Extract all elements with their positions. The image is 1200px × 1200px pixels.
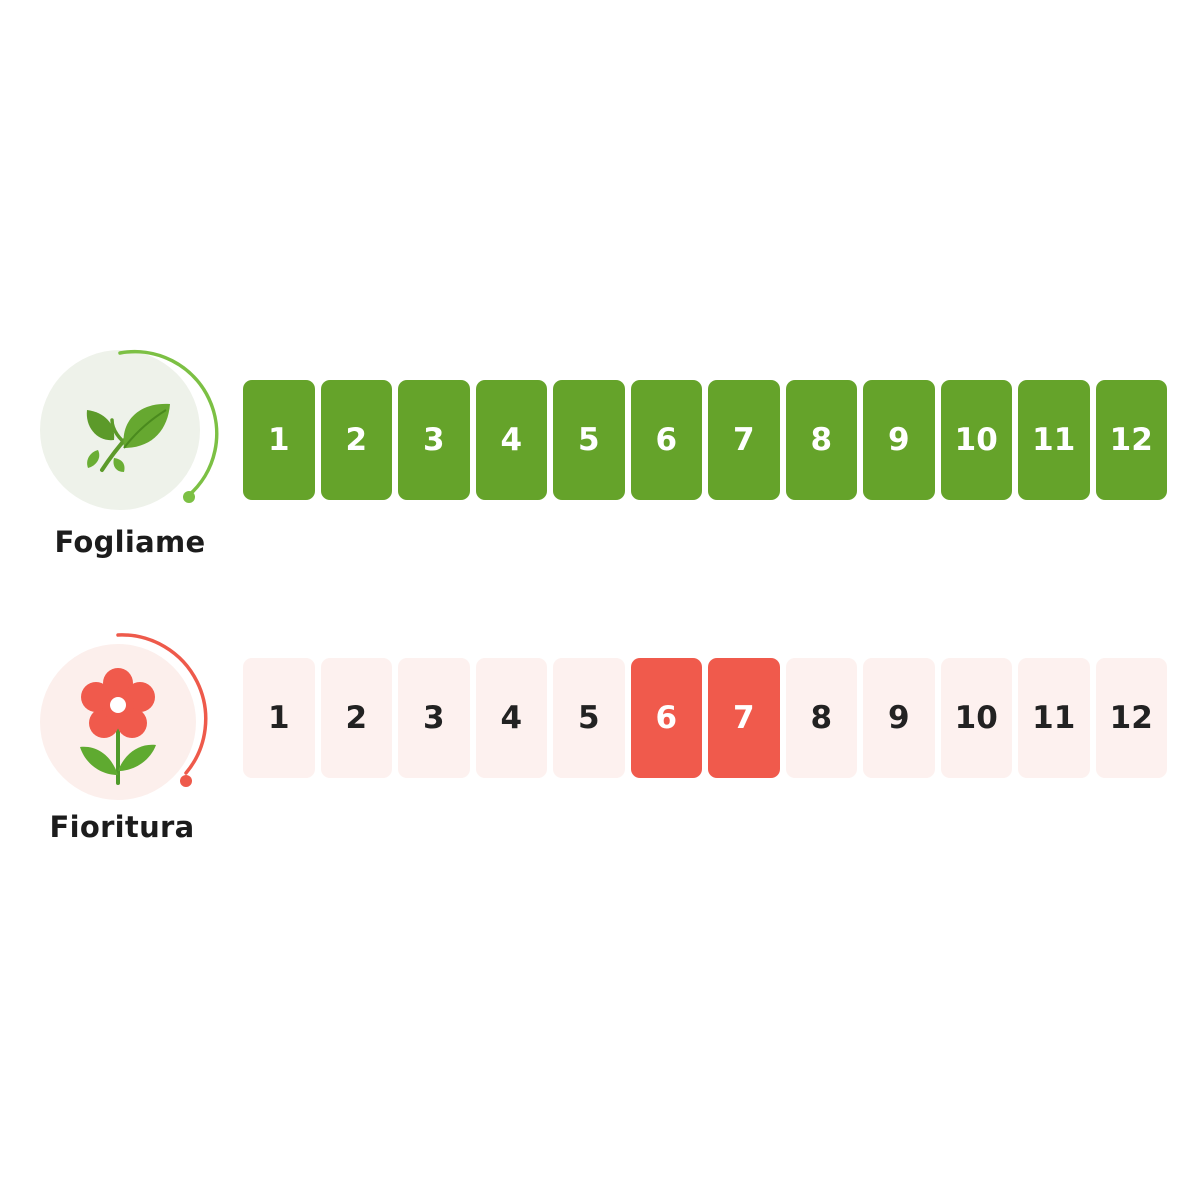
foliage-month-11: 11 (1018, 380, 1090, 500)
foliage-months: 1 2 3 4 5 6 7 8 9 10 11 12 (243, 380, 1167, 500)
foliage-month-6: 6 (630, 380, 702, 500)
bloom-label: Fioritura (49, 810, 195, 844)
bloom-month-12: 12 (1095, 658, 1167, 778)
foliage-month-4: 4 (475, 380, 547, 500)
bloom-month-11: 11 (1018, 658, 1090, 778)
flower-icon (80, 668, 156, 785)
foliage-month-10: 10 (940, 380, 1012, 500)
foliage-month-2: 2 (320, 380, 392, 500)
foliage-month-7: 7 (708, 380, 780, 500)
bloom-month-8: 8 (785, 658, 857, 778)
bloom-month-5: 5 (553, 658, 625, 778)
foliage-badge (40, 340, 220, 520)
foliage-label: Fogliame (54, 525, 206, 559)
leaf-icon (86, 403, 170, 472)
bloom-month-1: 1 (243, 658, 315, 778)
foliage-month-3: 3 (398, 380, 470, 500)
bloom-month-3: 3 (398, 658, 470, 778)
bloom-month-10: 10 (940, 658, 1012, 778)
bloom-month-6: 6 (630, 658, 702, 778)
bloom-month-2: 2 (320, 658, 392, 778)
foliage-month-12: 12 (1095, 380, 1167, 500)
foliage-month-1: 1 (243, 380, 315, 500)
foliage-month-9: 9 (863, 380, 935, 500)
foliage-month-5: 5 (553, 380, 625, 500)
foliage-month-8: 8 (785, 380, 857, 500)
bloom-month-9: 9 (863, 658, 935, 778)
bloom-month-4: 4 (475, 658, 547, 778)
bloom-badge (40, 625, 220, 805)
bloom-month-7: 7 (708, 658, 780, 778)
bloom-months: 1 2 3 4 5 6 7 8 9 10 11 12 (243, 658, 1167, 778)
